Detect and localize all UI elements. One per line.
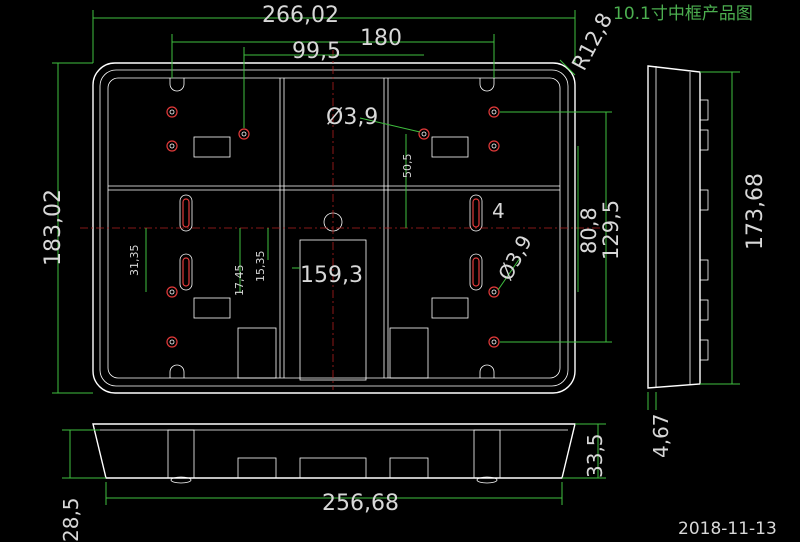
- dimension-lines: [52, 10, 612, 394]
- dim-inner-width: 159,3: [300, 263, 363, 288]
- drawing-title: 10.1寸中框产品图: [613, 4, 753, 24]
- dim-31-35: 31,35: [128, 245, 141, 277]
- dim-side-thickness: 4,67: [649, 413, 673, 458]
- bottom-view: [62, 423, 606, 505]
- clip-top-right: [479, 78, 495, 92]
- bottom-block-right: [389, 327, 429, 379]
- clip-top-left: [169, 78, 185, 92]
- pocket-top-right: [431, 136, 469, 158]
- bottom-block-left: [237, 327, 277, 379]
- pocket-bottom-left: [193, 297, 231, 319]
- dim-50-5: 50,5: [401, 154, 414, 179]
- screw-holes: [166, 106, 500, 348]
- clip-bottom-right: [479, 364, 495, 378]
- dim-15-35: 15,35: [254, 251, 267, 283]
- dim-129-5: 129,5: [599, 200, 623, 260]
- dim-17-45: 17,45: [233, 265, 246, 297]
- dim-bottom-width: 256,68: [322, 491, 399, 516]
- dim-overall-height: 183,02: [41, 189, 66, 266]
- clip-bottom-left: [169, 364, 185, 378]
- pocket-top-left: [193, 136, 231, 158]
- dim-hole-spacing: 180: [360, 26, 402, 51]
- slots: [179, 194, 483, 291]
- pocket-bottom-right: [431, 297, 469, 319]
- dim-hole-diameter-right: Ø3,9: [493, 231, 537, 284]
- dim-hole-diameter-top: Ø3,9: [326, 105, 378, 130]
- dim-center-offset: 99,5: [292, 39, 341, 64]
- front-view: [80, 50, 600, 394]
- dim-depth-outer: 33,5: [583, 433, 607, 478]
- dim-overall-width: 266,02: [262, 3, 339, 28]
- side-view: [647, 65, 740, 410]
- drawing-date: 2018-11-13: [678, 519, 777, 539]
- dim-depth-inner: 28,5: [59, 497, 83, 542]
- dim-80-8: 80,8: [577, 207, 601, 254]
- dim-slot-width: 4: [492, 199, 505, 223]
- dim-side-height: 173,68: [743, 173, 768, 250]
- center-block: [299, 239, 367, 381]
